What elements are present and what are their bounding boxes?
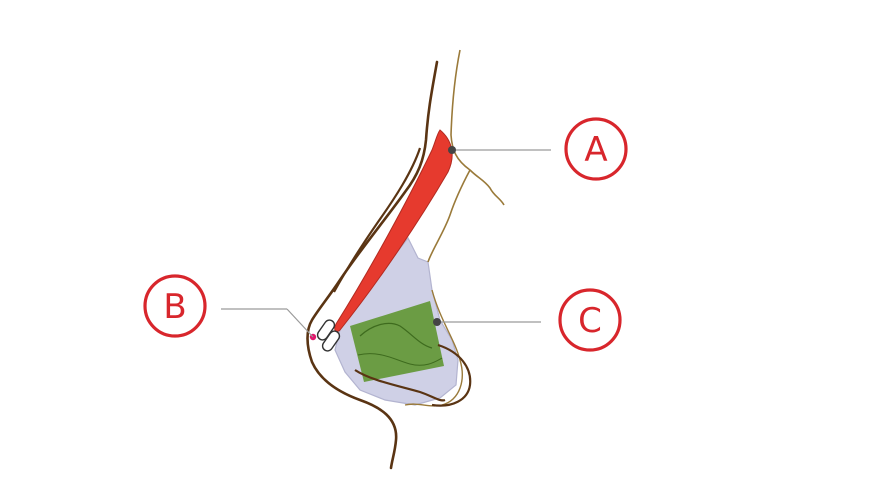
- leader-line-b-angle: [286, 308, 314, 338]
- dorsal-implant: [334, 129, 453, 333]
- skin-profile: [306, 60, 439, 470]
- callout-a: A: [564, 117, 628, 181]
- callout-circle-c: [558, 288, 622, 352]
- tip-graft: [350, 301, 444, 382]
- lower-lateral-contour: [404, 289, 463, 407]
- marker-dot-a: [448, 146, 456, 154]
- callout-circle-b: [143, 274, 207, 338]
- skin-inner: [333, 147, 422, 293]
- callout-label-b: B: [163, 287, 186, 327]
- callout-b: B: [143, 274, 207, 338]
- callout-label-a: A: [584, 130, 607, 170]
- callout-c: C: [558, 288, 622, 352]
- marker-dot-c: [433, 318, 441, 326]
- bone-outline: [450, 49, 505, 206]
- callout-circle-a: [564, 117, 628, 181]
- bone-edge: [427, 169, 471, 263]
- nostril-contour: [431, 343, 472, 407]
- alar-cartilage-marks: [309, 319, 341, 352]
- alar-contour: [354, 369, 446, 402]
- callout-label-c: C: [578, 301, 602, 341]
